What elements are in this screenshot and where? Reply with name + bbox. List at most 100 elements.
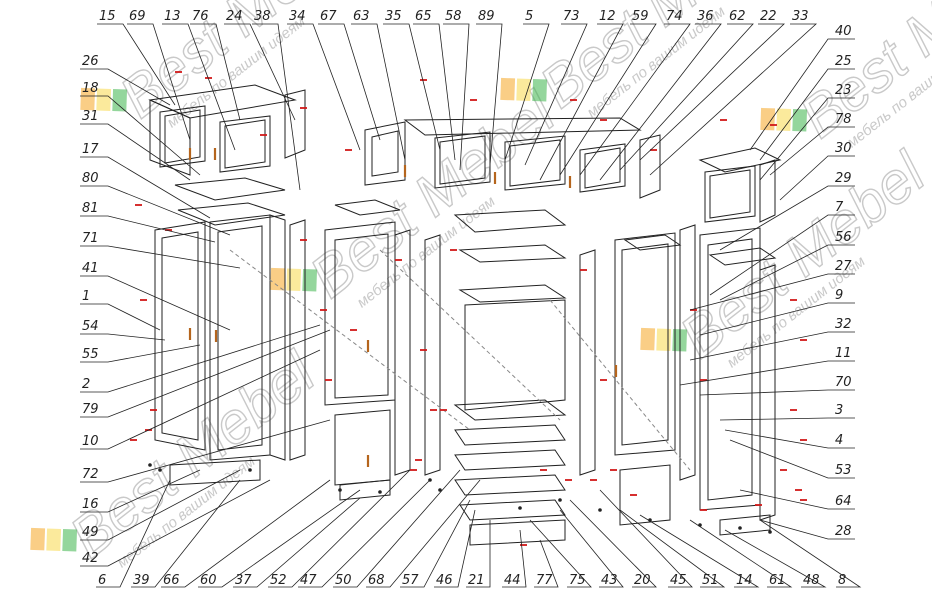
leader-line bbox=[679, 360, 855, 386]
callout-number: 58 bbox=[445, 9, 462, 24]
right-shelf bbox=[708, 247, 777, 266]
fastener-dot bbox=[768, 530, 772, 534]
wall-door-left-glass bbox=[164, 109, 201, 164]
callout-number: 75 bbox=[569, 573, 586, 588]
callout-number: 81 bbox=[82, 201, 99, 216]
callout-number: 11 bbox=[835, 346, 852, 361]
leader-line bbox=[689, 519, 793, 588]
leader-line bbox=[699, 302, 855, 336]
leader-line bbox=[162, 23, 236, 151]
logo-stripe bbox=[62, 529, 78, 552]
leader-line bbox=[639, 23, 786, 161]
tall-back bbox=[424, 234, 441, 476]
callout-number: 68 bbox=[368, 573, 385, 588]
leader-line bbox=[724, 429, 855, 449]
leader-line bbox=[599, 23, 722, 181]
logo-stripe bbox=[270, 267, 286, 291]
callout-number: 44 bbox=[504, 573, 521, 588]
shelf-square bbox=[334, 199, 401, 216]
leader-line bbox=[504, 23, 550, 161]
wall-unit-end bbox=[639, 134, 661, 199]
leader-line bbox=[366, 479, 481, 588]
wall-cabinet-side bbox=[149, 99, 191, 176]
callout-number: 2 bbox=[82, 377, 90, 392]
logo-stripe bbox=[302, 269, 318, 292]
callout-number: 31 bbox=[82, 109, 99, 124]
leader-line bbox=[749, 38, 855, 151]
leader-line bbox=[383, 23, 441, 151]
leader-line bbox=[97, 23, 176, 106]
callout-number: 28 bbox=[835, 524, 852, 539]
callout-number: 43 bbox=[601, 573, 618, 588]
fastener-dot bbox=[438, 488, 442, 492]
leader-line bbox=[318, 23, 381, 141]
leader-line bbox=[287, 23, 361, 151]
callout-number: 71 bbox=[82, 231, 99, 246]
leader-line bbox=[80, 349, 321, 450]
watermark-brand: Best Mebel bbox=[298, 79, 568, 310]
callout-number: 7 bbox=[835, 200, 844, 215]
wardrobe-back bbox=[289, 219, 306, 461]
logo-stripe bbox=[500, 77, 516, 101]
leader-line bbox=[524, 23, 588, 166]
leader-line bbox=[559, 23, 657, 176]
fastener-dot bbox=[518, 506, 522, 510]
leader-line bbox=[719, 185, 855, 251]
leader-line bbox=[198, 489, 361, 588]
callout-number: 67 bbox=[320, 9, 337, 24]
wall-cab-r-side bbox=[759, 159, 776, 223]
leader-line bbox=[539, 23, 624, 181]
callout-number: 46 bbox=[436, 573, 453, 588]
lower-door-r bbox=[619, 464, 671, 526]
leader-line bbox=[413, 23, 456, 161]
tall-side-r2 bbox=[679, 224, 696, 481]
leader-line bbox=[579, 23, 691, 176]
callout-number: 47 bbox=[300, 573, 317, 588]
callout-number: 64 bbox=[835, 494, 852, 509]
callout-number: 17 bbox=[82, 142, 99, 157]
wall-door-right bbox=[219, 115, 271, 173]
door-glass bbox=[707, 238, 753, 501]
callout-number: 40 bbox=[835, 24, 852, 39]
right-wardrobe-side bbox=[759, 264, 776, 521]
leader-line bbox=[80, 333, 166, 341]
leader-line bbox=[400, 499, 471, 588]
callout-number: 79 bbox=[82, 402, 99, 417]
leader-line bbox=[769, 126, 855, 176]
callout-number: 54 bbox=[82, 319, 99, 334]
leader-line bbox=[80, 68, 171, 106]
callout-number: 18 bbox=[82, 81, 99, 96]
tv-shelf-2 bbox=[458, 284, 567, 303]
callout-number: 56 bbox=[835, 230, 852, 245]
leader-line bbox=[466, 520, 491, 588]
leader-line bbox=[639, 514, 760, 588]
leader-line bbox=[434, 509, 476, 588]
leader-line bbox=[127, 23, 191, 141]
leader-line bbox=[534, 539, 559, 588]
callout-number: 37 bbox=[235, 573, 252, 588]
callout-number: 48 bbox=[803, 573, 820, 588]
fastener-dot bbox=[738, 526, 742, 530]
leader-line bbox=[719, 417, 855, 421]
fastener-dot bbox=[598, 508, 602, 512]
callout-number: 26 bbox=[82, 54, 99, 69]
callout-number: 35 bbox=[385, 9, 402, 24]
door-glass bbox=[334, 233, 389, 399]
logo-stripe bbox=[112, 89, 128, 112]
leader-line bbox=[96, 479, 171, 588]
logo-stripe bbox=[792, 109, 808, 132]
leader-line bbox=[779, 155, 855, 201]
door-glass bbox=[371, 130, 399, 177]
logo-stripe bbox=[286, 268, 302, 291]
callout-number: 55 bbox=[82, 347, 99, 362]
leader-line bbox=[739, 489, 855, 510]
drawer-1 bbox=[454, 424, 566, 446]
callout-number: 50 bbox=[335, 573, 352, 588]
wall-door-r bbox=[704, 165, 756, 223]
leader-line bbox=[759, 519, 855, 540]
callout-number: 29 bbox=[835, 171, 852, 186]
callout-number: 1 bbox=[82, 289, 90, 304]
leader-line bbox=[80, 215, 216, 243]
